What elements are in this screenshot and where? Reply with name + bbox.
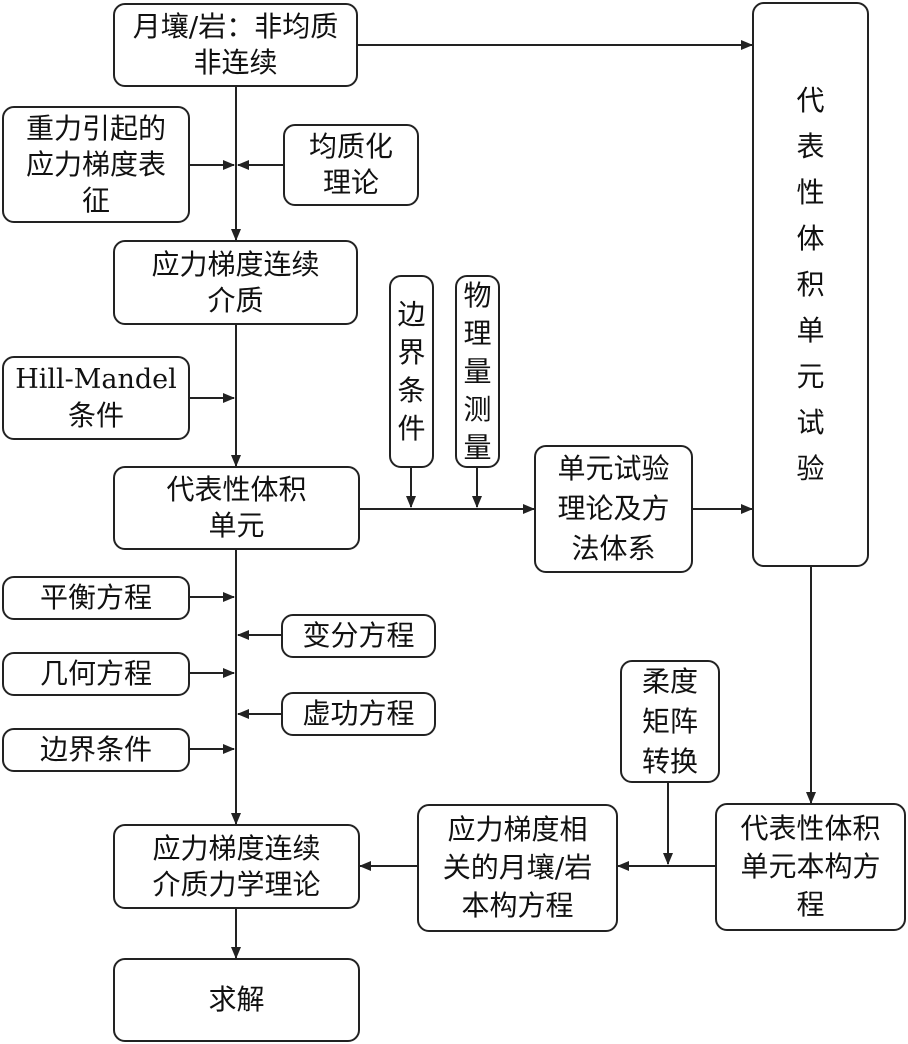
node-geometric-text: 几何方程 <box>39 657 152 690</box>
node-mechanics-theory: 应力梯度连续介质力学理论 <box>113 824 360 909</box>
node-virtual-work-text: 虚功方程 <box>302 697 415 730</box>
node-gravity-stress-text: 重力引起的应力梯度表征 <box>25 111 166 217</box>
node-geometric: 几何方程 <box>2 652 190 696</box>
node-compliance-transform-text: 柔度矩阵转换 <box>641 664 698 778</box>
node-rve-text: 代表性体积单元 <box>166 473 307 542</box>
node-rve: 代表性体积单元 <box>113 466 360 550</box>
node-rve-theory-text: 单元试验理论及方法体系 <box>557 452 670 565</box>
node-gradient-medium: 应力梯度连续介质 <box>113 240 358 325</box>
node-hill-mandel: Hill-Mandel 条件 <box>2 356 190 440</box>
node-rve-constitutive: 代表性体积单元本构方程 <box>715 803 906 931</box>
node-boundary-conditions-bottom-text: 边界条件 <box>39 733 152 766</box>
node-boundary-conditions-top-text: 边界条件 <box>397 297 426 445</box>
node-physical-measurement-text: 物理量测量 <box>463 278 492 464</box>
node-equilibrium-text: 平衡方程 <box>39 581 152 614</box>
node-homogenization-text: 均质化理论 <box>308 130 393 199</box>
node-lunar-rock: 月壤/岩：非均质非连续 <box>113 3 358 87</box>
node-variational-text: 变分方程 <box>302 619 415 652</box>
node-gradient-medium-text: 应力梯度连续介质 <box>151 247 320 317</box>
node-rve-test-text: 代表性体积单元试验 <box>796 83 825 485</box>
node-rve-constitutive-text: 代表性体积单元本构方程 <box>740 812 881 921</box>
node-hill-mandel-line1: Hill-Mandel <box>15 364 177 395</box>
node-physical-measurement: 物理量测量 <box>455 275 500 468</box>
node-variational: 变分方程 <box>281 614 436 658</box>
node-boundary-conditions-top: 边界条件 <box>389 275 434 468</box>
node-equilibrium: 平衡方程 <box>2 576 190 620</box>
node-solve-text: 求解 <box>208 983 265 1016</box>
node-rve-theory: 单元试验理论及方法体系 <box>534 445 693 573</box>
node-virtual-work: 虚功方程 <box>281 692 436 736</box>
node-solve: 求解 <box>113 958 360 1042</box>
node-hill-mandel-text: Hill-Mandel 条件 <box>15 362 177 434</box>
node-hill-mandel-line2: 条件 <box>67 399 124 432</box>
node-lunar-rock-text: 月壤/岩：非均质非连续 <box>132 10 339 79</box>
node-constitutive-related-text: 应力梯度相关的月壤/岩本构方程 <box>442 813 593 922</box>
node-homogenization: 均质化理论 <box>283 124 419 206</box>
node-constitutive-related: 应力梯度相关的月壤/岩本构方程 <box>417 804 618 932</box>
node-compliance-transform: 柔度矩阵转换 <box>620 660 720 783</box>
node-rve-test: 代表性体积单元试验 <box>752 2 869 567</box>
node-gravity-stress: 重力引起的应力梯度表征 <box>2 106 190 223</box>
node-mechanics-theory-text: 应力梯度连续介质力学理论 <box>152 831 321 901</box>
node-boundary-conditions-bottom: 边界条件 <box>2 728 190 772</box>
